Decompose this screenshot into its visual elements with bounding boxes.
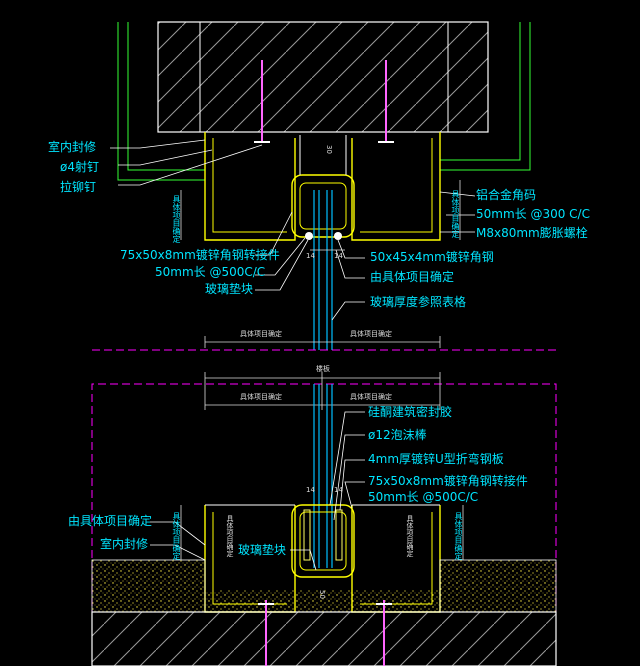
label-vertical-left-bottom: 具体项目确定	[172, 512, 181, 560]
label-silicone-seal: 硅酮建筑密封胶	[368, 405, 453, 419]
top-u-channel-inner	[299, 182, 347, 230]
top-glass-panel	[313, 190, 333, 350]
top-u-channel	[291, 174, 355, 238]
top-anchor-bolt-right	[378, 60, 394, 143]
label-blind-rivet: 拉铆钉	[60, 180, 97, 194]
dim-right-2: 具体项目确定	[350, 393, 392, 401]
label-vertical-right-bottom: 具体项目确定	[454, 512, 463, 560]
top-anchor-bolt-left	[254, 60, 270, 143]
label-angle-connector-spec-bottom: 50mm长 @500C/C	[368, 490, 479, 504]
bottom-glass-panel	[313, 384, 333, 568]
top-glass-pad-left	[305, 232, 313, 240]
label-glass-thickness: 玻璃厚度参照表格	[370, 295, 467, 309]
label-u-channel: 4mm厚镀锌U型折弯钢板	[368, 452, 504, 466]
top-finish-left-inner	[127, 22, 205, 171]
label-angle-connector-spec-top: 50mm长 @500C/C	[155, 265, 266, 279]
label-expansion-bolt: M8x80mm膨胀螺栓	[476, 226, 588, 240]
top-leader-lines	[110, 139, 476, 321]
dim-center-top: 30	[325, 145, 333, 154]
label-glass-pad-top: 玻璃垫块	[205, 282, 254, 296]
bottom-u-channel	[291, 504, 355, 578]
bottom-sealant-right	[335, 509, 343, 561]
bottom-screed-center	[205, 590, 440, 612]
label-shooting-nail: ø4射钉	[60, 160, 99, 174]
label-angle-connector-top: 75x50x8mm镀锌角钢转接件	[120, 248, 280, 262]
label-foam-rod: ø12泡沫棒	[368, 428, 427, 442]
top-glass-pad-right	[334, 232, 342, 240]
top-concrete-slab	[157, 21, 489, 133]
top-finish-right	[440, 22, 531, 171]
bottom-concrete-slab	[91, 611, 557, 666]
dim-right-3: 具体项目确定	[406, 515, 414, 557]
label-angle-connector-bottom: 75x50x8mm镀锌角钢转接件	[368, 474, 528, 488]
top-angle-left	[204, 132, 296, 241]
dim-left-2: 具体项目确定	[240, 393, 282, 401]
bottom-screed-left	[91, 559, 206, 613]
label-project-specific-top: 由具体项目确定	[370, 270, 455, 284]
label-project-specific-bottom: 由具体项目确定	[68, 514, 153, 528]
label-glass-pad-bottom: 玻璃垫块	[238, 543, 287, 557]
bottom-detail	[91, 372, 557, 666]
dim-overall-bottom: 楼板	[316, 365, 330, 373]
bottom-anchor-bolt-left	[258, 600, 274, 666]
bottom-screed-right	[439, 559, 557, 613]
top-angle-right-inner	[360, 138, 433, 233]
label-alu-corner-spec: 50mm长 @300 C/C	[476, 207, 590, 221]
label-interior-finish-top: 室内封修	[48, 140, 97, 154]
dim-14a-top: 14	[306, 252, 315, 260]
bottom-u-channel-inner	[299, 511, 347, 571]
top-finish-left	[117, 22, 205, 181]
dim-14b-bottom: 14	[334, 486, 343, 494]
top-angle-right	[351, 132, 441, 241]
top-detail	[92, 21, 556, 351]
dim-50-bottom: 50	[318, 590, 326, 599]
dim-14b-top: 14	[334, 252, 343, 260]
label-alu-corner: 铝合金角码	[476, 188, 537, 202]
top-finish-right-inner	[440, 22, 521, 161]
bottom-sealant-left	[303, 509, 311, 561]
bottom-leader-lines	[150, 411, 365, 571]
dim-right-1: 具体项目确定	[350, 330, 392, 338]
label-galv-angle: 50x45x4mm镀锌角钢	[370, 250, 494, 264]
top-angle-left-inner	[212, 138, 287, 233]
dim-14a-bottom: 14	[306, 486, 315, 494]
dim-left-3: 具体项目确定	[226, 515, 234, 557]
label-vertical-left-top: 具体项目确定	[172, 195, 181, 243]
label-interior-finish-bottom: 室内封修	[100, 537, 149, 551]
bottom-anchor-bolt-right	[376, 600, 392, 666]
label-vertical-right-top: 具体项目确定	[451, 190, 460, 238]
dim-left-1: 具体项目确定	[240, 330, 282, 338]
